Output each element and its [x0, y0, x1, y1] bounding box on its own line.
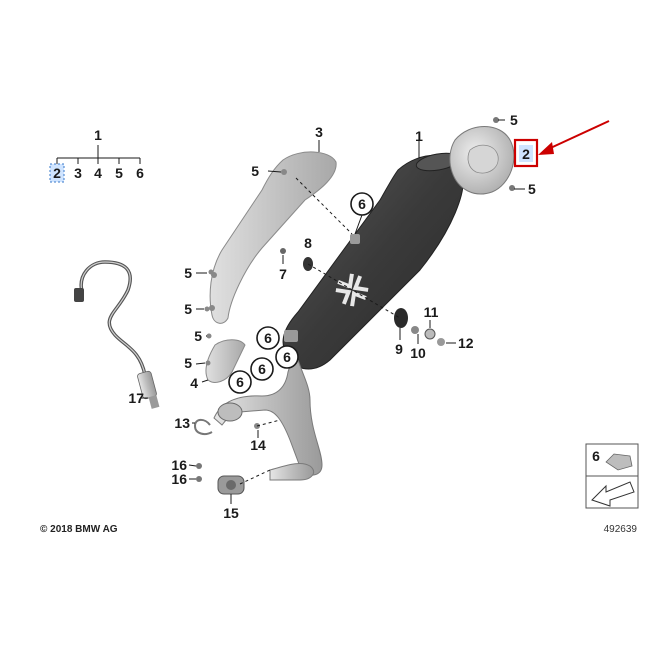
callout-5: 5 [184, 355, 192, 371]
callout-circle-6 [250, 357, 274, 381]
muffler-clip [350, 234, 360, 244]
callout-circle-6 [350, 192, 374, 216]
bolt-16 [196, 463, 202, 469]
leader-lines [140, 119, 525, 504]
lower-shield-body [205, 339, 246, 383]
gasket-ring [193, 418, 213, 435]
muffler-bracket [284, 330, 298, 342]
callout-16: 16 [171, 471, 187, 487]
pipe-body [213, 348, 323, 476]
parts-tree: 1 2 3 4 5 6 [49, 127, 144, 183]
tree-child-label: 4 [94, 165, 102, 181]
bushing-10 [411, 326, 419, 334]
exhaust-pipe [193, 348, 323, 481]
end-cap-screw [509, 185, 515, 191]
callout-5: 5 [528, 181, 536, 197]
callout-4: 4 [190, 375, 198, 391]
sensor-connector [74, 288, 84, 302]
callout-14: 14 [250, 437, 266, 453]
sensor-tip [148, 395, 160, 409]
legend-label: 6 [592, 448, 600, 464]
callout-11: 11 [424, 304, 439, 320]
callout-5: 5 [194, 328, 202, 344]
copyright-text: © 2018 BMW AG [40, 524, 118, 535]
tree-child-label: 6 [136, 165, 144, 181]
clip-nut-icon [605, 453, 633, 471]
screw-5 [204, 306, 210, 312]
bolt-16 [196, 476, 202, 482]
muffler [282, 152, 464, 370]
callout-10: 10 [410, 345, 426, 361]
screw-5 [206, 333, 212, 339]
shield-screw-hole [209, 305, 215, 311]
diagram-number: 492639 [604, 524, 638, 535]
callout-17: 17 [128, 390, 144, 406]
washer-11 [424, 328, 436, 340]
tree-child-label: 3 [74, 165, 82, 181]
upper-heat-shield [209, 151, 337, 324]
callout-15: 15 [223, 505, 239, 521]
screw-5 [205, 360, 211, 366]
callout-8: 8 [304, 235, 312, 251]
direction-arrow-icon [591, 481, 635, 507]
callout-9: 9 [395, 341, 403, 357]
callout-16: 16 [171, 457, 187, 473]
callout-6: 6 [258, 361, 266, 377]
callout-6: 6 [358, 196, 366, 212]
callout-5: 5 [251, 163, 259, 179]
legend-box: 6 [585, 443, 639, 509]
clamp [217, 475, 245, 495]
tree-child-label: 2 [53, 165, 61, 181]
callout-circle-6 [275, 345, 299, 369]
tree-child-label: 5 [115, 165, 123, 181]
m-logo-mark [335, 273, 369, 307]
callout-13: 13 [174, 415, 190, 431]
callout-2: 2 [522, 146, 530, 162]
end-cap [449, 117, 515, 195]
sensor-cable-highlight [80, 261, 146, 376]
callout-5: 5 [510, 112, 518, 128]
callout-5: 5 [184, 265, 192, 281]
end-cap-opening [467, 144, 499, 174]
tree-root-label: 1 [94, 127, 102, 143]
sensor-cable [79, 260, 147, 376]
callout-labels: 3 1 5 5 2 5 5 5 5 5 4 6 6 6 6 6 7 8 9 10… [128, 112, 539, 521]
heat-shield-body [209, 151, 337, 324]
callout-circle-6 [228, 370, 252, 394]
callout-7: 7 [279, 266, 287, 282]
nut-12 [437, 338, 445, 346]
clamp-bolt [226, 480, 236, 490]
pipe-flange [217, 402, 243, 422]
callout-circle-6 [256, 326, 280, 350]
bolt-7 [280, 248, 286, 254]
oxygen-sensor [74, 260, 160, 409]
tree-highlight [50, 164, 64, 182]
callout-6: 6 [283, 349, 291, 365]
shield-screw-hole [281, 169, 287, 175]
lower-heat-shield [205, 339, 246, 383]
arrow-head [538, 142, 554, 155]
callout-1: 1 [415, 128, 423, 144]
screw-5 [208, 269, 214, 275]
x-logo-strokes [335, 273, 369, 307]
pipe-lower-bend [269, 463, 315, 481]
callout-6: 6 [236, 374, 244, 390]
highlight-fill [519, 145, 533, 162]
end-cap-screw [493, 117, 499, 123]
callout-5: 5 [184, 301, 192, 317]
callout-12: 12 [458, 335, 474, 351]
red-pointer-arrow [538, 120, 610, 155]
grommet-9 [394, 308, 408, 328]
highlight-box [513, 138, 539, 168]
callout-3: 3 [315, 124, 323, 140]
callout-6: 6 [264, 330, 272, 346]
